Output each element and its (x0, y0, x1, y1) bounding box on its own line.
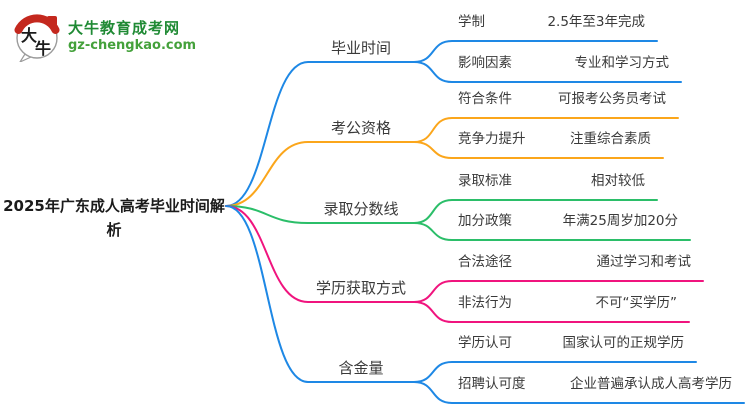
connector-branch-5-child-1 (413, 361, 697, 383)
svg-text:大: 大 (21, 26, 37, 45)
subtopic-label: 录取标准 (458, 173, 512, 189)
leaf-value: 2.5年至3年完成 (547, 14, 645, 30)
connector-branch-3-child-2 (413, 222, 691, 241)
connector-branch-2-child-2 (413, 141, 664, 159)
leaf-value: 年满25周岁加20分 (562, 213, 678, 229)
leaf-value: 通过学习和考试 (596, 254, 692, 270)
connector-branch-4-child-2 (413, 301, 690, 323)
svg-text:牛: 牛 (35, 39, 51, 58)
connector-branch-5 (225, 205, 415, 383)
branch-1-label: 毕业时间 (330, 39, 391, 57)
root-topic: 2025年广东成人高考毕业时间解析 (3, 197, 225, 239)
connector-branch-1-child-2 (413, 61, 682, 83)
subtopic-label: 学历认可 (458, 335, 512, 351)
connector-branch-1-child-1 (413, 40, 658, 63)
connector-branch-3-child-1 (413, 199, 658, 224)
branch-1-child-2: 影响因素 专业和学习方式 (452, 54, 681, 72)
leaf-value: 可报考公务员考试 (558, 91, 666, 107)
branch-3-child-1: 录取标准 相对较低 (452, 172, 657, 190)
logo-mark-icon: 大 牛 (14, 14, 60, 62)
leaf-value: 注重综合素质 (570, 131, 651, 147)
branch-3-child-2: 加分政策 年满25周岁加20分 (452, 212, 690, 230)
connector-branch-3 (225, 205, 415, 224)
leaf-value: 专业和学习方式 (574, 55, 670, 71)
leaf-value: 不可“买学历” (595, 295, 678, 311)
branch-4-label: 学历获取方式 (315, 279, 406, 297)
subtopic-label: 影响因素 (458, 55, 512, 71)
connector-branch-4-child-1 (413, 280, 704, 303)
connector-branch-5-child-2 (413, 381, 745, 404)
branch-1-child-1: 学制 2.5年至3年完成 (452, 13, 657, 31)
subtopic-label: 竞争力提升 (458, 131, 526, 147)
logo-text: 大牛教育成考网 gz-chengkao.com (68, 19, 196, 54)
branch-2-child-2: 竞争力提升 注重综合素质 (452, 130, 663, 148)
branch-5-child-1: 学历认可 国家认可的正规学历 (452, 334, 696, 352)
logo-url: gz-chengkao.com (68, 38, 197, 53)
subtopic-label: 学制 (458, 14, 485, 30)
branch-4-child-1: 合法途径 通过学习和考试 (452, 253, 703, 271)
subtopic-label: 合法途径 (458, 254, 512, 270)
leaf-value: 企业普遍承认成人高考学历 (570, 376, 732, 392)
connector-branch-4 (225, 205, 415, 303)
branch-2-label: 考公资格 (330, 119, 391, 137)
connector-branch-2 (225, 141, 415, 207)
logo-title: 大牛教育成考网 (68, 19, 181, 37)
branch-2-child-1: 符合条件 可报考公务员考试 (452, 90, 678, 108)
connector-branch-2-child-1 (413, 117, 679, 143)
branch-5-child-2: 招聘认可度 企业普遍承认成人高考学历 (452, 375, 744, 393)
branch-4-child-2: 非法行为 不可“买学历” (452, 294, 689, 312)
connector-branch-1 (225, 61, 415, 207)
subtopic-label: 加分政策 (458, 213, 512, 229)
subtopic-label: 非法行为 (458, 295, 512, 311)
logo: 大 牛 大牛教育成考网 gz-chengkao.com (14, 11, 196, 62)
branch-3-label: 录取分数线 (323, 200, 399, 218)
leaf-value: 国家认可的正规学历 (562, 335, 685, 351)
subtopic-label: 招聘认可度 (458, 376, 526, 392)
subtopic-label: 符合条件 (458, 91, 512, 107)
branch-5-label: 含金量 (338, 359, 384, 377)
leaf-value: 相对较低 (591, 173, 645, 189)
